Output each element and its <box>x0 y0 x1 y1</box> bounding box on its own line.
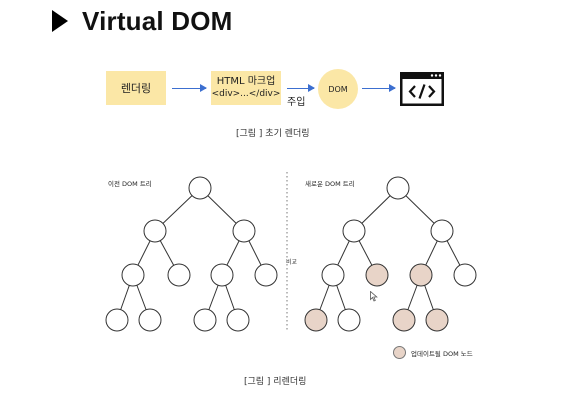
html-markup-label: HTML 마크업 <box>216 76 276 87</box>
play-arrow-icon <box>52 10 68 32</box>
updated-tree-node <box>304 308 328 332</box>
legend: 업데이트될 DOM 노드 <box>393 346 473 359</box>
tree-node <box>232 219 256 243</box>
updated-tree-node <box>425 308 449 332</box>
tree-node <box>254 263 278 287</box>
legend-label: 업데이트될 DOM 노드 <box>411 349 473 358</box>
updated-tree-node <box>365 263 389 287</box>
inject-label: 주입 <box>287 97 306 108</box>
previous-tree-edges <box>116 187 267 321</box>
previous-tree-label: 이전 DOM 트리 <box>108 180 152 188</box>
tree-node <box>143 219 167 243</box>
tree-node <box>453 263 477 287</box>
new-tree-edges <box>315 187 466 321</box>
new-tree-label: 새로운 DOM 트리 <box>305 180 355 188</box>
arrow-right-icon <box>362 82 396 94</box>
arrow-right-icon <box>287 82 315 94</box>
compare-label: 비교 <box>286 259 298 266</box>
dom-circle: DOM <box>318 69 358 109</box>
tree-node <box>321 263 345 287</box>
caption-rerender: [그림 ] 리렌더링 <box>244 377 307 387</box>
browser-code-icon <box>400 72 444 106</box>
updated-tree-node <box>392 308 416 332</box>
slide-title: Virtual DOM <box>52 4 233 38</box>
tree-node <box>210 263 234 287</box>
tree-node <box>430 219 454 243</box>
tree-node <box>105 308 129 332</box>
updated-node-swatch <box>393 346 406 359</box>
tree-node <box>386 176 410 200</box>
render-box: 렌더링 <box>106 71 166 105</box>
tree-node <box>188 176 212 200</box>
tree-node <box>121 263 145 287</box>
caption-initial-render: [그림 ] 초기 렌더링 <box>236 129 310 139</box>
tree-node <box>193 308 217 332</box>
arrow-right-icon <box>172 82 207 94</box>
html-markup-box: HTML 마크업 <div>...</div> <box>211 71 281 105</box>
updated-tree-node <box>409 263 433 287</box>
page-title: Virtual DOM <box>82 5 233 36</box>
tree-node <box>342 219 366 243</box>
mouse-cursor-icon <box>370 291 378 302</box>
tree-node <box>138 308 162 332</box>
tree-node <box>337 308 361 332</box>
tree-node <box>226 308 250 332</box>
html-code-label: <div>...</div> <box>211 89 281 99</box>
dom-label: DOM <box>328 84 348 94</box>
tree-node <box>167 263 191 287</box>
render-label: 렌더링 <box>120 81 152 95</box>
